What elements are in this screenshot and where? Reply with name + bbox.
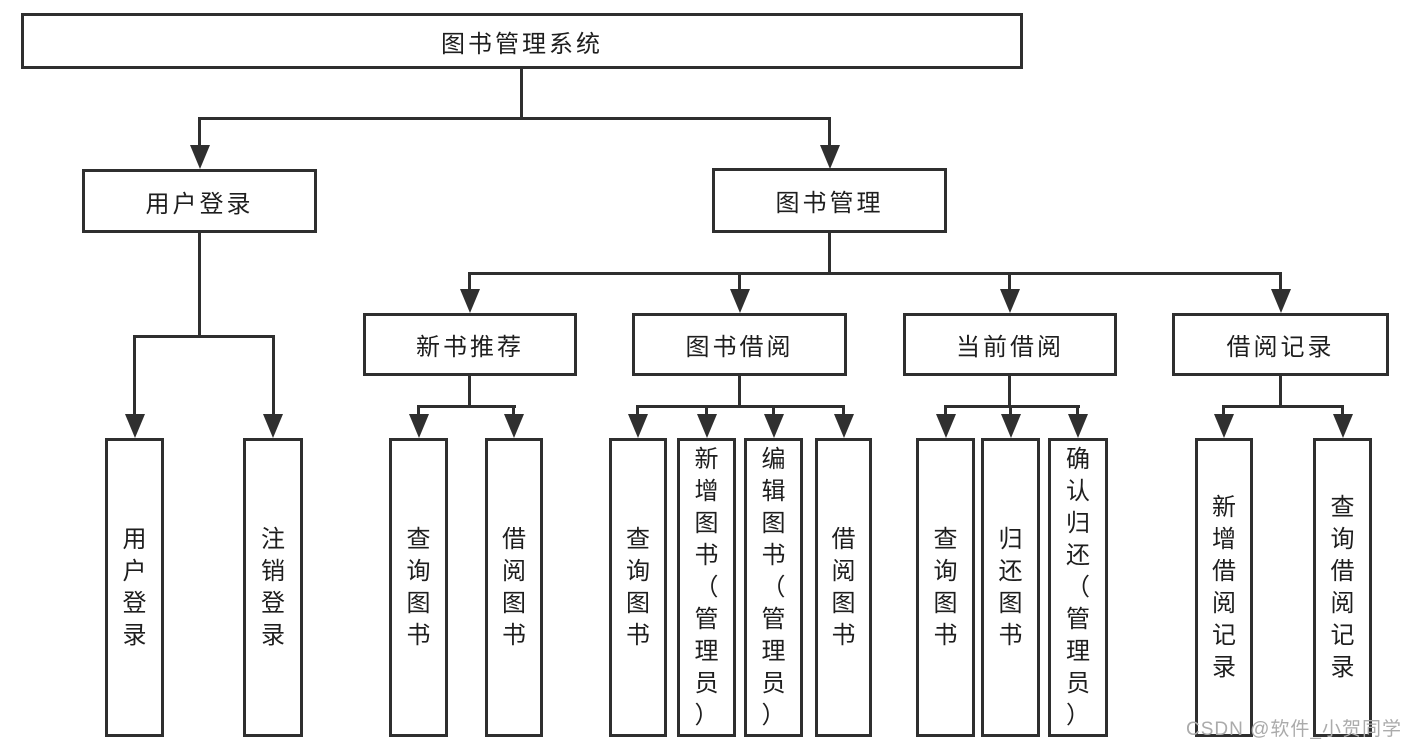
arrow-down-icon — [263, 414, 283, 438]
arrow-down-icon — [1068, 414, 1088, 438]
arrow-down-icon — [190, 145, 210, 169]
connector-vline — [1279, 272, 1282, 289]
node-current-borrowing-label: 当前借阅 — [956, 334, 1064, 361]
arrow-down-icon — [764, 414, 784, 438]
connector-vline — [1279, 376, 1282, 407]
connector-vline — [828, 117, 831, 145]
node-library-system: 图书管理系统 — [21, 13, 1023, 69]
leaf-add-borrow-record-label: 新增借阅记录 — [1212, 493, 1236, 681]
connector-vline — [198, 117, 201, 145]
connector-vline — [1009, 405, 1012, 414]
leaf-query-books-borrowing: 查询图书 — [609, 438, 667, 737]
leaf-borrow-books-borrowing: 借阅图书 — [815, 438, 872, 737]
connector-vline — [1008, 376, 1011, 407]
node-borrowing-records-label: 借阅记录 — [1226, 334, 1335, 361]
leaf-confirm-return-admin: 确认归还（管理员） — [1048, 438, 1108, 737]
arrow-down-icon — [504, 414, 524, 438]
leaf-return-books: 归还图书 — [981, 438, 1040, 737]
node-book-borrowing-label: 图书借阅 — [685, 334, 794, 361]
arrow-down-icon — [409, 414, 429, 438]
connector-vline — [198, 233, 201, 337]
node-current-borrowing: 当前借阅 — [903, 313, 1117, 376]
leaf-query-books-current: 查询图书 — [916, 438, 975, 737]
arrow-down-icon — [730, 289, 750, 313]
leaf-query-borrow-record: 查询借阅记录 — [1313, 438, 1372, 737]
connector-vline — [944, 405, 947, 414]
connector-hline — [1222, 405, 1344, 408]
leaf-logout-login-label: 注销登录 — [261, 525, 285, 649]
leaf-query-books-borrowing-label: 查询图书 — [626, 525, 650, 649]
leaf-user-login: 用户登录 — [105, 438, 164, 737]
connector-vline — [738, 272, 741, 289]
leaf-logout-login: 注销登录 — [243, 438, 303, 737]
connector-hline — [944, 405, 1080, 408]
leaf-add-books-admin: 新增图书（管理员） — [677, 438, 736, 737]
node-book-management: 图书管理 — [712, 168, 947, 233]
node-book-management-label: 图书管理 — [775, 190, 884, 217]
connector-vline — [772, 405, 775, 414]
arrow-down-icon — [936, 414, 956, 438]
connector-hline — [468, 272, 1282, 275]
arrow-down-icon — [125, 414, 145, 438]
leaf-add-borrow-record: 新增借阅记录 — [1195, 438, 1253, 737]
node-borrowing-records: 借阅记录 — [1172, 313, 1389, 376]
connector-vline — [133, 335, 136, 414]
leaf-query-books-recommend-label: 查询图书 — [406, 525, 431, 649]
connector-vline — [738, 376, 741, 407]
connector-vline — [520, 69, 523, 118]
connector-hline — [417, 405, 516, 408]
leaf-edit-books-admin: 编辑图书（管理员） — [744, 438, 803, 737]
arrow-down-icon — [1001, 414, 1021, 438]
arrow-down-icon — [1333, 414, 1353, 438]
leaf-add-books-admin-label: 新增图书（管理员） — [694, 445, 719, 729]
node-book-borrowing: 图书借阅 — [632, 313, 847, 376]
arrow-down-icon — [820, 145, 840, 169]
connector-vline — [272, 335, 275, 414]
connector-vline — [636, 405, 639, 414]
leaf-query-books-current-label: 查询图书 — [933, 525, 958, 649]
connector-vline — [828, 233, 831, 275]
connector-vline — [1222, 405, 1225, 414]
connector-vline — [705, 405, 708, 414]
leaf-borrow-books-borrowing-label: 借阅图书 — [831, 525, 856, 649]
node-user-login-label: 用户登录 — [145, 190, 254, 218]
connector-vline — [1076, 405, 1079, 414]
connector-vline — [468, 376, 471, 407]
arrow-down-icon — [1000, 289, 1020, 313]
arrow-down-icon — [1214, 414, 1234, 438]
connector-hline — [198, 117, 831, 120]
connector-vline — [1008, 272, 1011, 289]
leaf-query-books-recommend: 查询图书 — [389, 438, 448, 737]
arrow-down-icon — [1271, 289, 1291, 313]
arrow-down-icon — [628, 414, 648, 438]
connector-hline — [636, 405, 845, 408]
leaf-edit-books-admin-label: 编辑图书（管理员） — [761, 445, 786, 729]
leaf-return-books-label: 归还图书 — [998, 525, 1023, 649]
connector-vline — [417, 405, 420, 414]
node-new-book-recommendation: 新书推荐 — [363, 313, 577, 376]
arrow-down-icon — [460, 289, 480, 313]
leaf-confirm-return-admin-label: 确认归还（管理员） — [1066, 445, 1090, 729]
connector-vline — [468, 272, 471, 289]
node-library-system-label: 图书管理系统 — [441, 30, 603, 58]
watermark: CSDN @软件_小贺同学 — [1186, 719, 1402, 740]
connector-hline — [133, 335, 275, 338]
node-user-login: 用户登录 — [82, 169, 317, 233]
connector-vline — [842, 405, 845, 414]
arrow-down-icon — [834, 414, 854, 438]
node-new-book-recommendation-label: 新书推荐 — [416, 334, 524, 361]
leaf-borrow-books-recommend-label: 借阅图书 — [502, 525, 526, 649]
connector-vline — [1341, 405, 1344, 414]
leaf-user-login-label: 用户登录 — [122, 525, 147, 649]
arrow-down-icon — [697, 414, 717, 438]
connector-vline — [512, 405, 515, 414]
leaf-query-borrow-record-label: 查询借阅记录 — [1330, 493, 1355, 681]
leaf-borrow-books-recommend: 借阅图书 — [485, 438, 543, 737]
